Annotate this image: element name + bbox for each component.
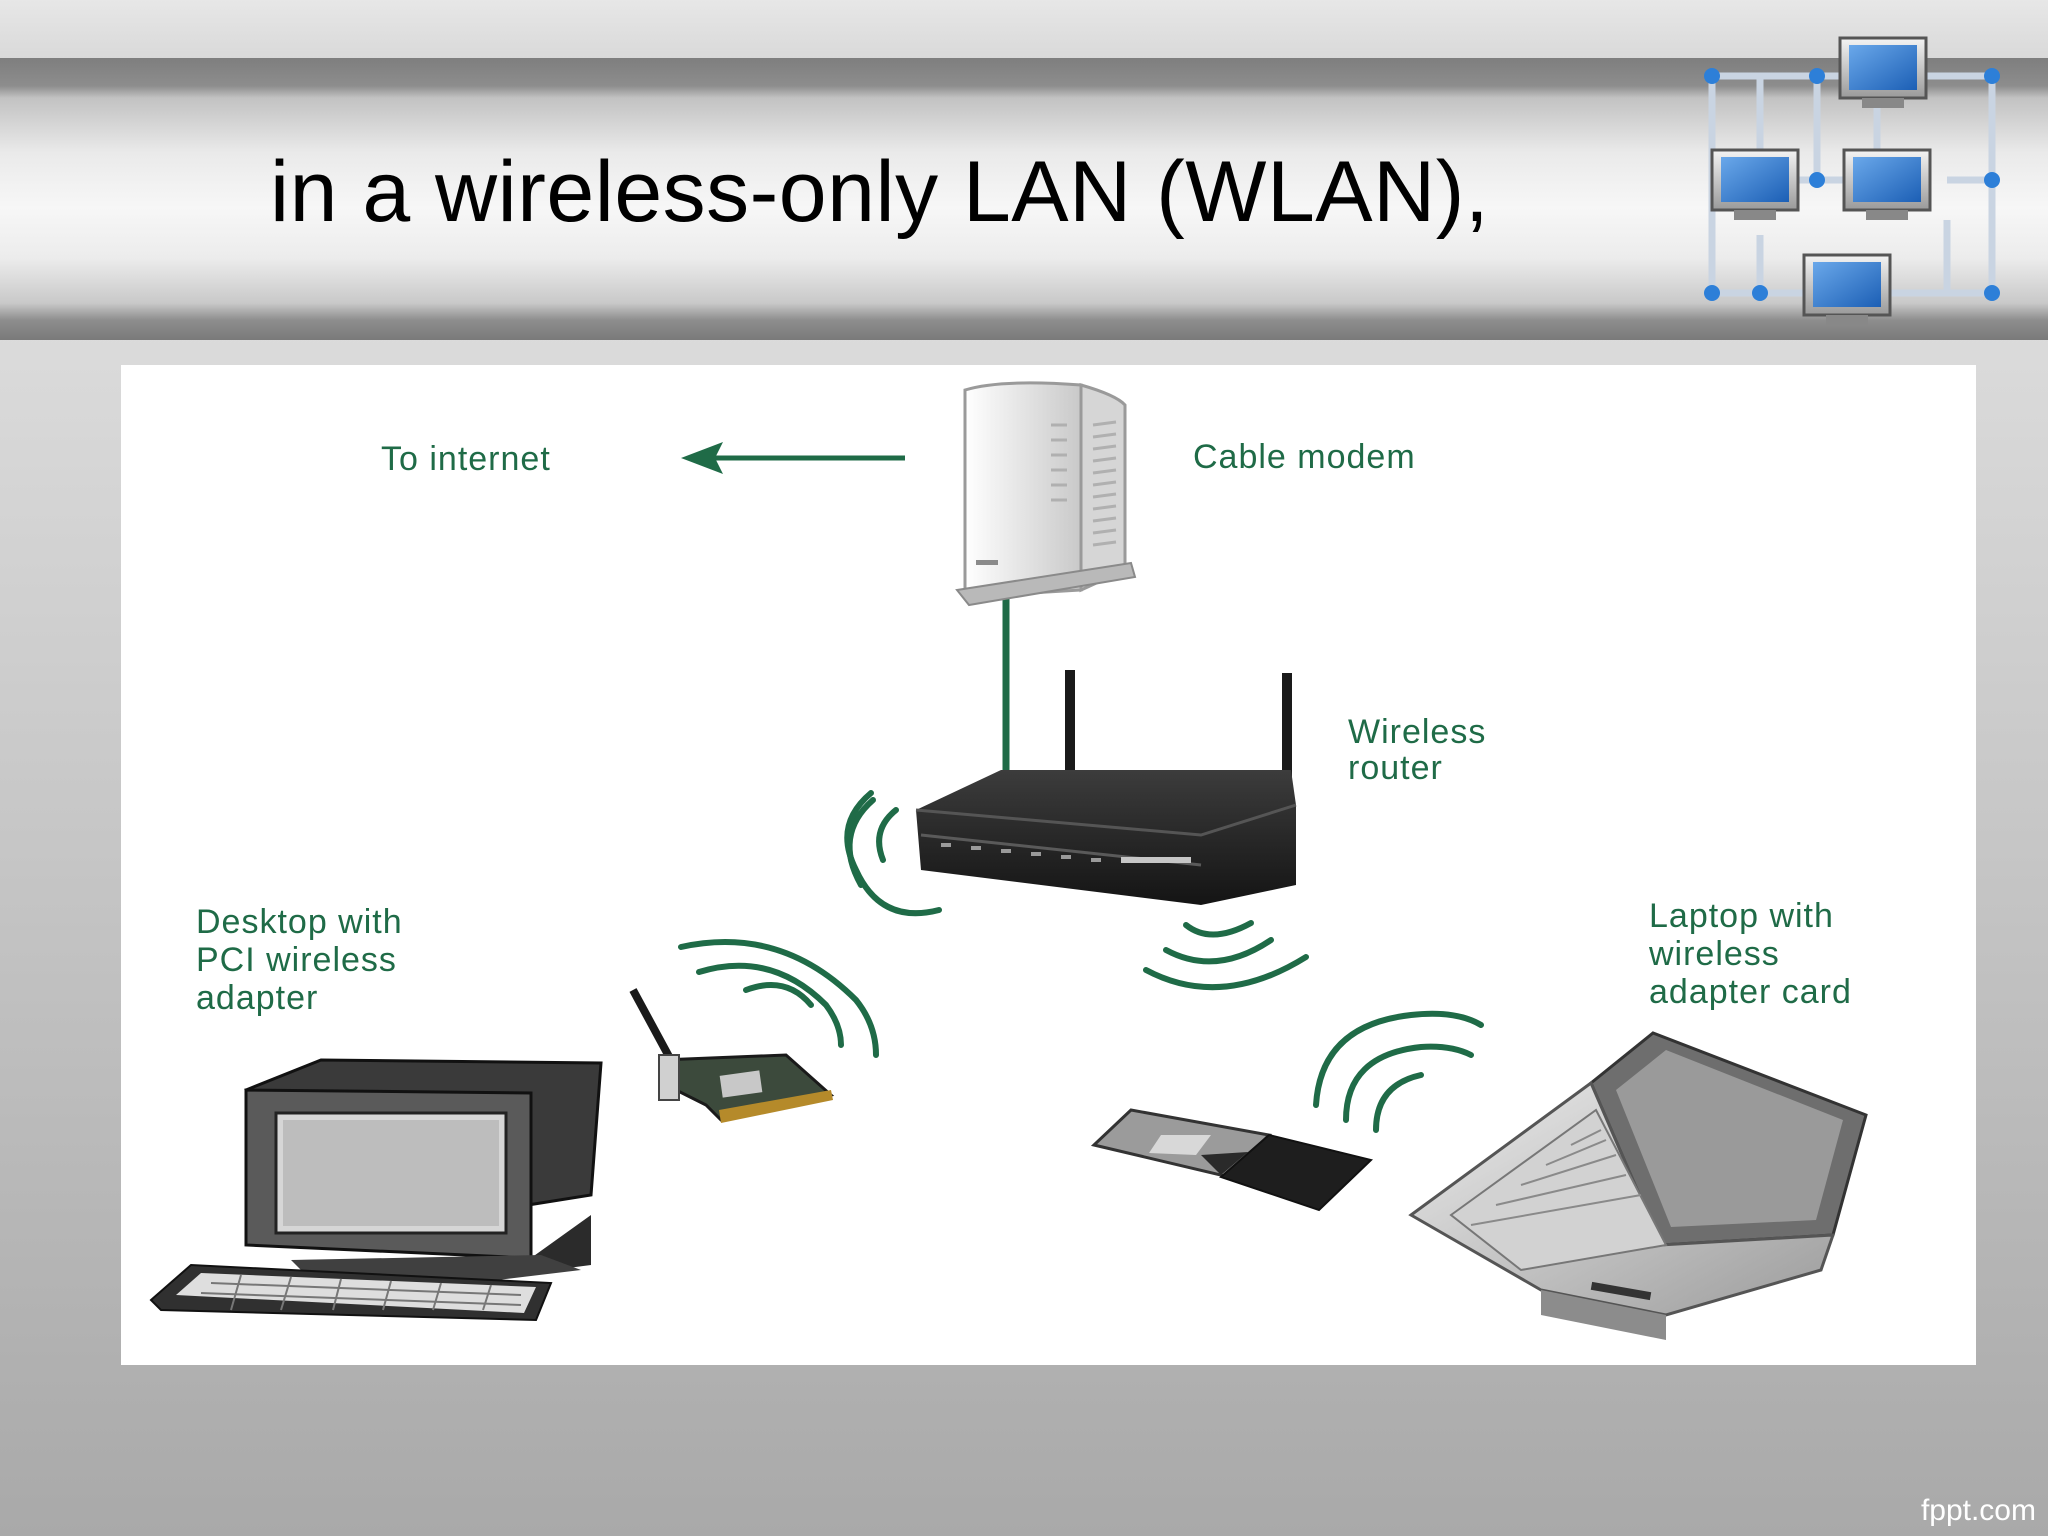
watermark: fppt.com	[1920, 1494, 2036, 1527]
desktop-computer-icon	[149, 1058, 603, 1322]
laptop-pc-card-icon	[1090, 1108, 1374, 1212]
label-desktop-line1: Desktop with	[196, 903, 403, 941]
network-logo-icon	[1704, 36, 2000, 325]
pci-wireless-card-icon	[629, 988, 835, 1123]
top-strip	[0, 0, 2048, 58]
cable-modem-icon	[955, 381, 1137, 607]
slide-title: in a wireless-only LAN (WLAN),	[270, 144, 1490, 240]
label-laptop-line1: Laptop with	[1649, 897, 1834, 935]
label-to-internet: To internet	[381, 440, 551, 478]
label-wireless-router-line2: router	[1348, 749, 1443, 787]
router-signal-right	[1143, 920, 1309, 991]
laptop-icon	[1408, 1031, 1868, 1340]
wlan-diagram-svg: To internet Cable modem Wireless router …	[149, 381, 1868, 1340]
laptop-card-signal	[1313, 1010, 1484, 1133]
wlan-diagram: To internet Cable modem Wireless router …	[121, 365, 1976, 1365]
label-cable-modem: Cable modem	[1193, 438, 1416, 476]
label-laptop-line2: wireless	[1648, 935, 1780, 973]
router-signal-left	[844, 790, 942, 917]
label-desktop-line3: adapter	[196, 979, 318, 1017]
desktop-card-signal	[678, 939, 879, 1058]
label-wireless-router-line1: Wireless	[1348, 713, 1486, 751]
wireless-router-icon	[915, 670, 1297, 905]
label-laptop-line3: adapter card	[1649, 973, 1852, 1011]
label-desktop-line2: PCI wireless	[196, 941, 397, 979]
arrow-to-internet	[681, 442, 905, 474]
